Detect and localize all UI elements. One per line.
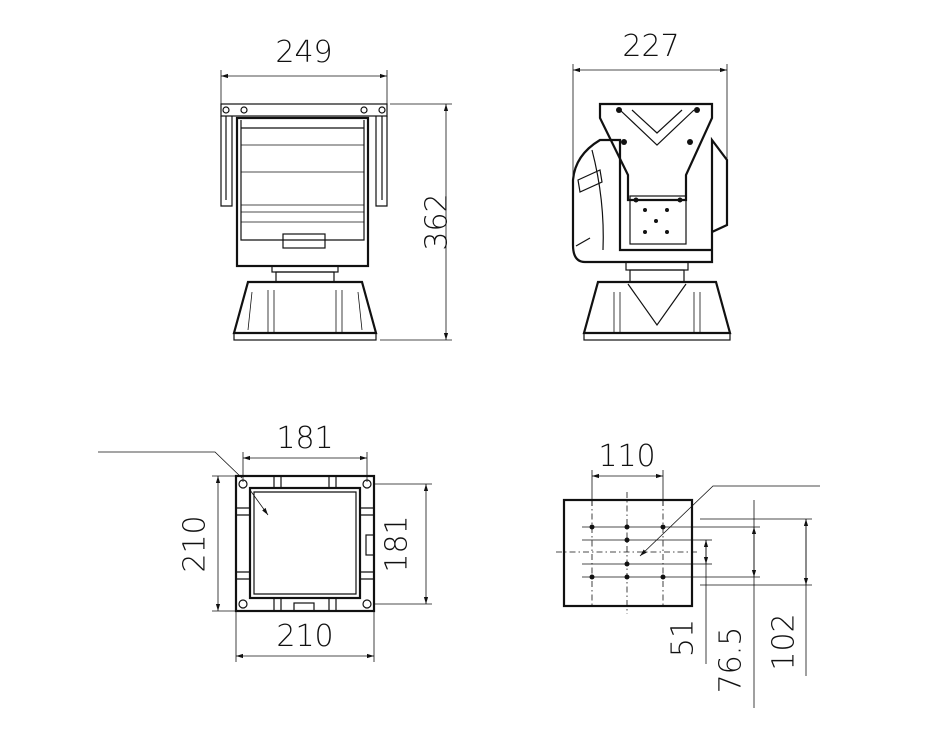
dim-overall-height: 362 — [420, 193, 455, 250]
dim-base-outer-width: 210 — [276, 619, 333, 654]
base-plan-view: 181 210 181 210 — [98, 421, 432, 662]
dim-base-inner-width: 181 — [276, 421, 333, 456]
dim-side-width: 227 — [622, 29, 679, 64]
hole-pattern-view: 110 51 76.5 — [556, 439, 820, 708]
dim-hole-pattern-width: 110 — [598, 439, 655, 474]
side-view: 227 — [571, 29, 732, 341]
dim-hole-offset-102: 102 — [767, 613, 802, 670]
dim-base-outer-height: 210 — [178, 515, 213, 572]
dim-base-inner-height: 181 — [380, 515, 415, 572]
dim-hole-offset-76-5: 76.5 — [714, 627, 749, 694]
front-view: 249 362 — [220, 35, 455, 341]
dim-front-width: 249 — [275, 35, 332, 70]
dim-hole-offset-51: 51 — [666, 619, 701, 657]
